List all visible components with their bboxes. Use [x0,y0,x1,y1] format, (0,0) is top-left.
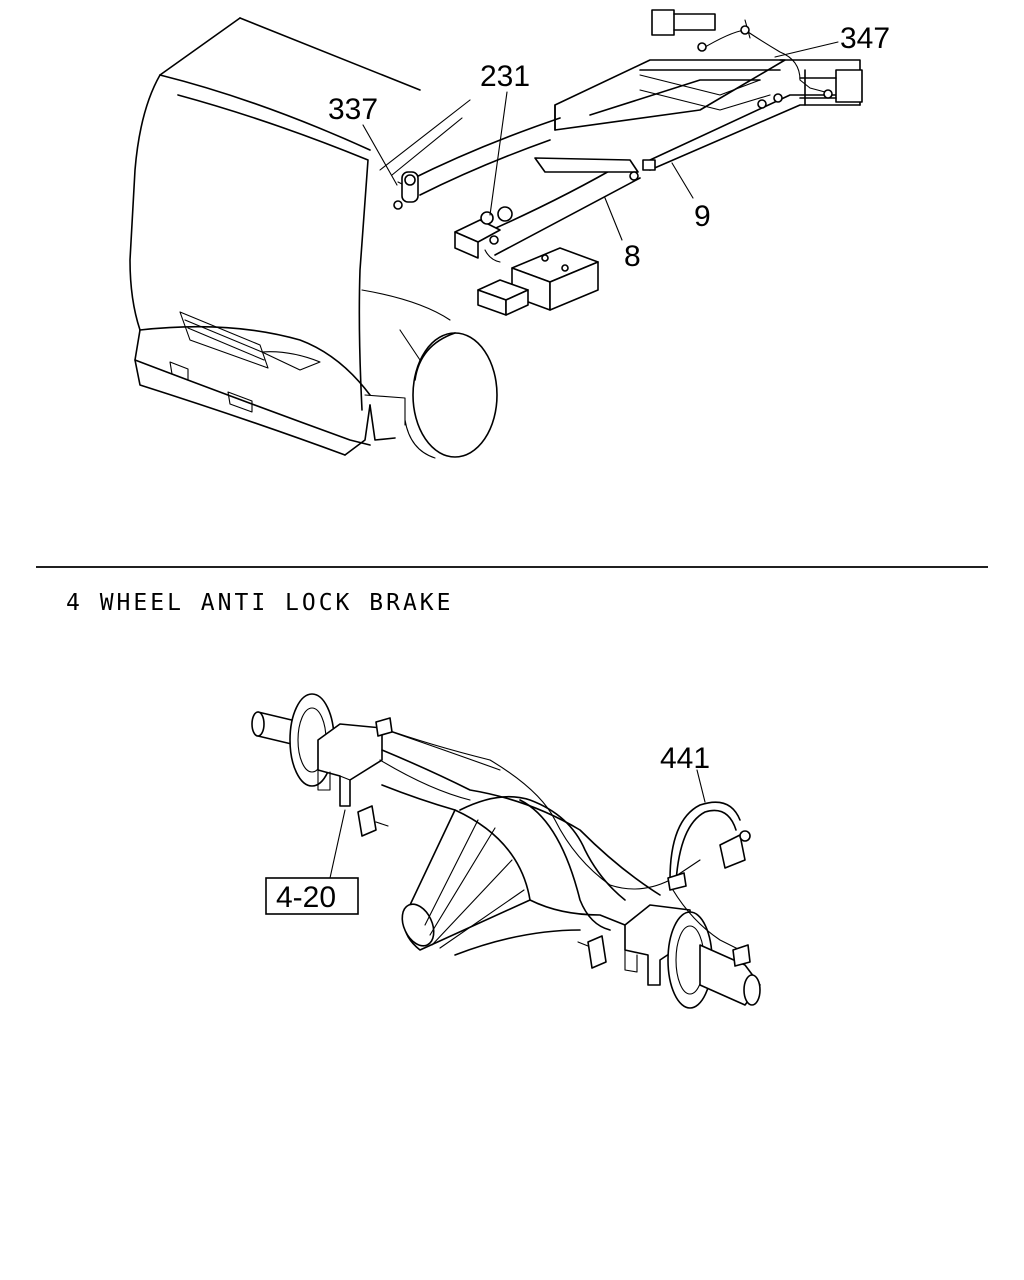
lower-callouts: 441 4-20 [265,742,710,915]
chassis-frame [393,9,863,316]
rear-axle-illustration [251,693,761,1009]
callout-441: 441 [660,742,710,775]
callout-8: 8 [624,240,641,273]
callout-337: 337 [328,93,378,126]
reference-box-label: 4-20 [276,881,336,914]
lower-leader-lines [329,769,706,879]
callout-347: 347 [840,22,890,55]
callout-9: 9 [694,200,711,233]
upper-callouts: 337 231 347 9 8 [328,22,890,273]
section-caption: 4 WHEEL ANTI LOCK BRAKE [66,590,454,616]
callout-231: 231 [480,60,530,93]
truck-cab-illustration [129,17,498,459]
upper-leader-lines [362,41,839,241]
reference-box [265,877,359,915]
